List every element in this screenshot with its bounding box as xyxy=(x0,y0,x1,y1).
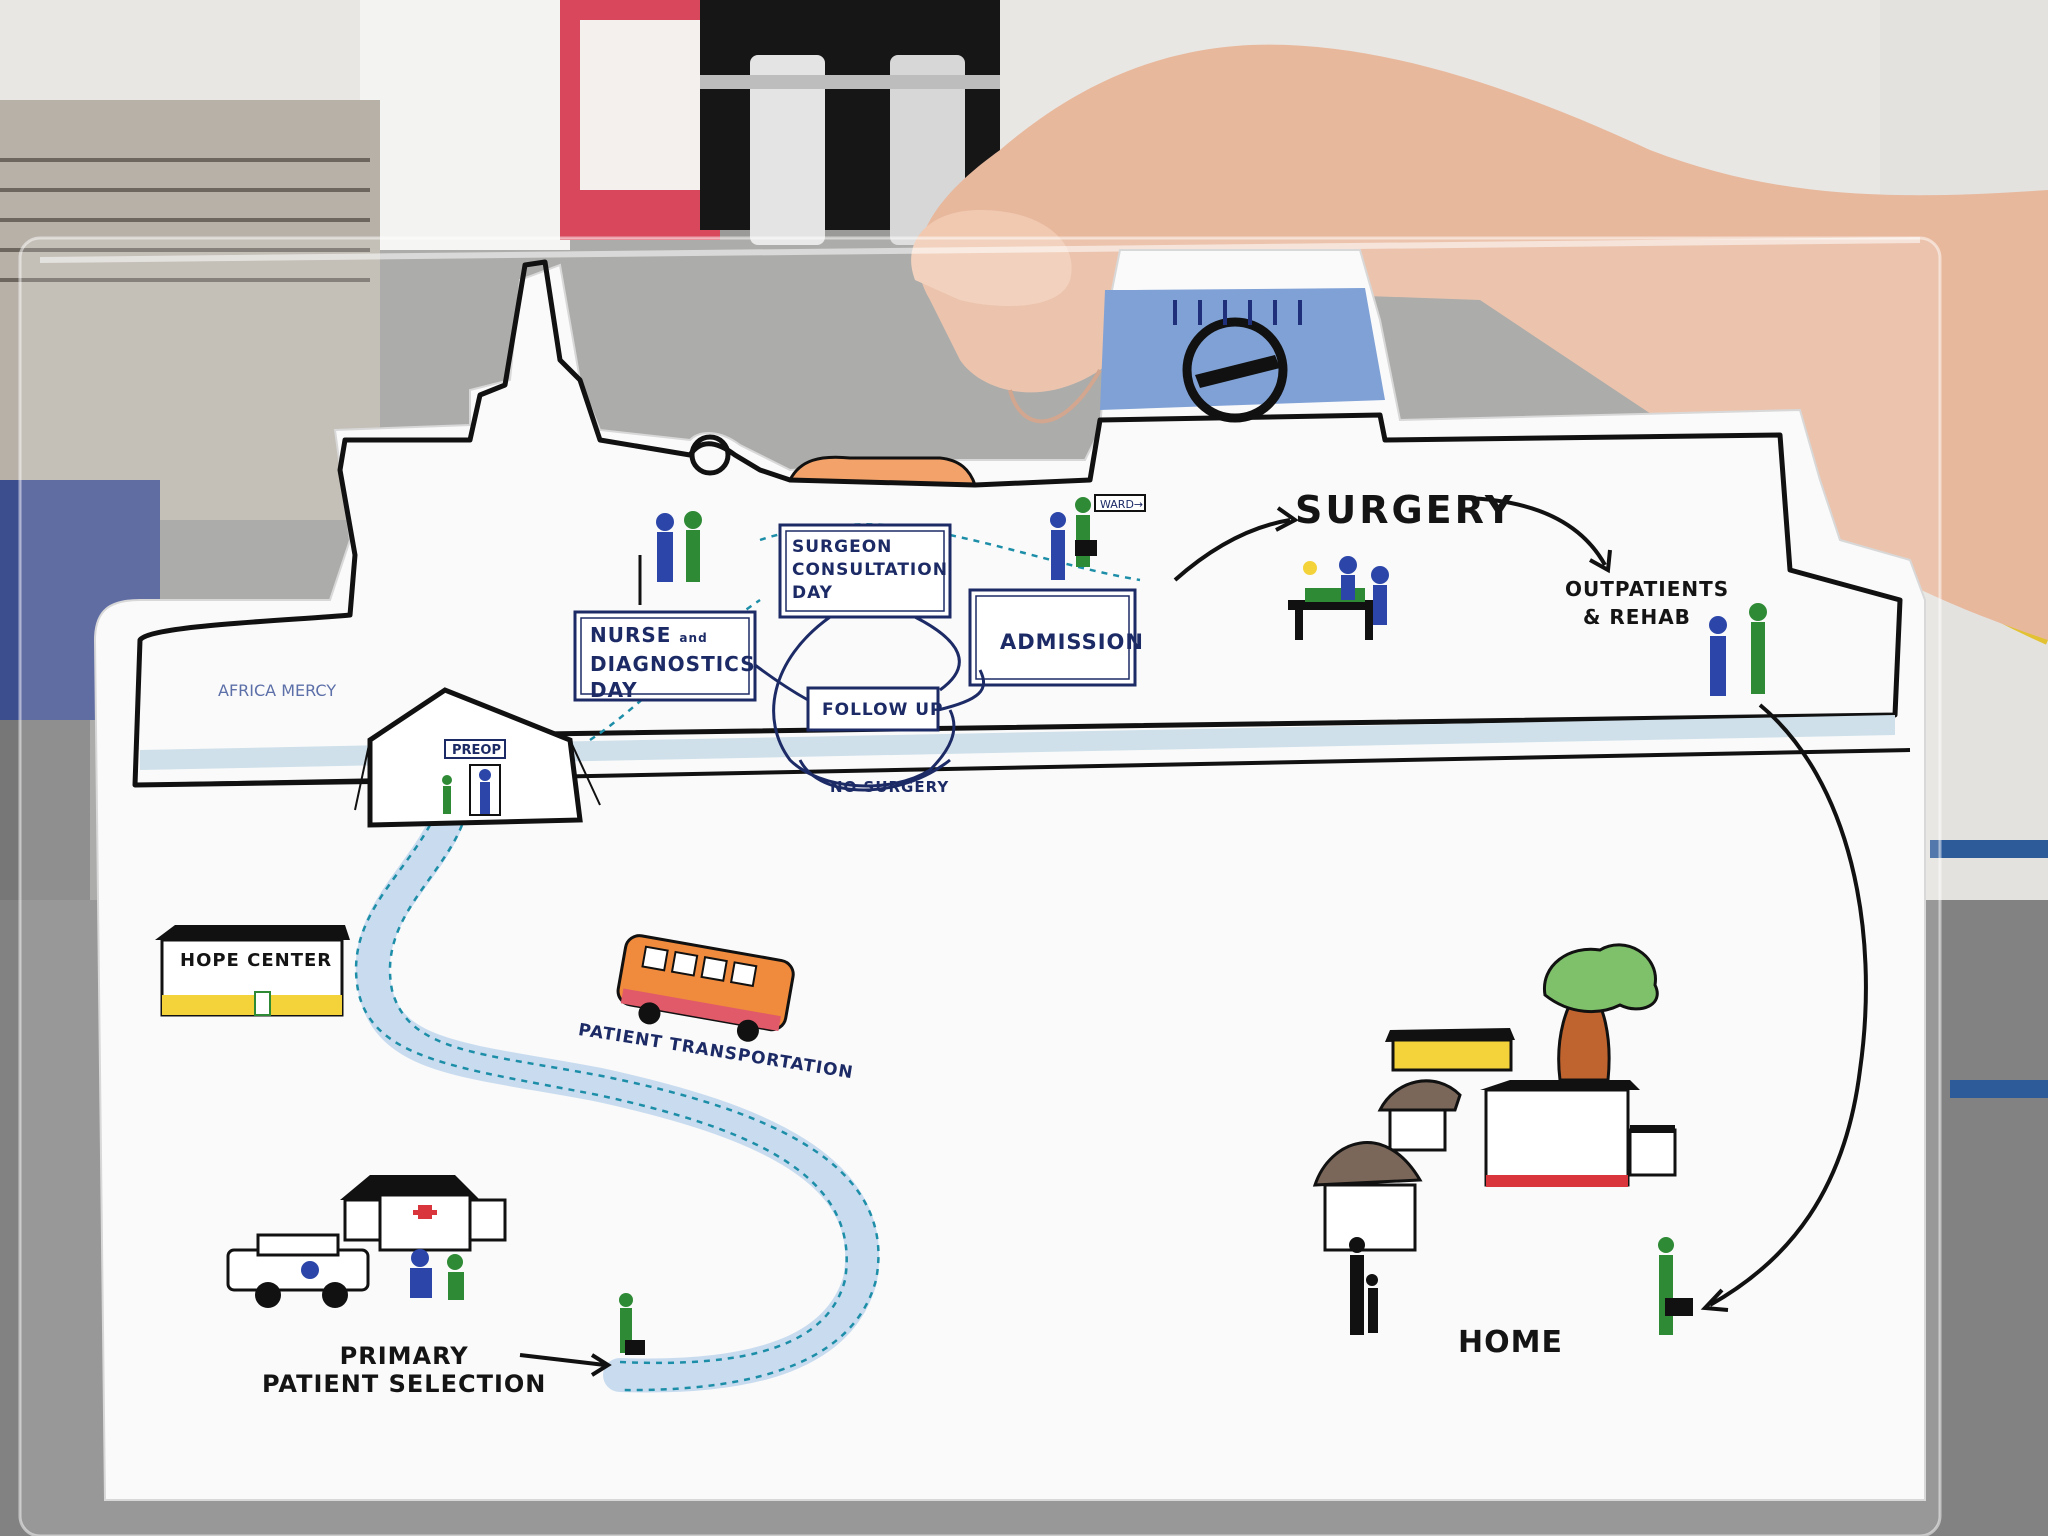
rehab-line: & REHAB xyxy=(1583,605,1691,629)
nurse-diagnostics-box xyxy=(573,610,757,702)
surgeon-line: SURGEON xyxy=(792,537,893,557)
surgeon-consultation-box xyxy=(778,523,952,619)
ship-drawing: AFRICA MERCY WARD→ xyxy=(132,259,1911,788)
ward-sign xyxy=(1094,494,1146,512)
bus xyxy=(616,934,795,1042)
selection-people xyxy=(410,1249,645,1355)
hope-center-building xyxy=(155,925,350,1017)
follow-up-label: FOLLOW UP xyxy=(822,700,944,720)
home-label: HOME xyxy=(1458,1325,1563,1360)
outpatients-line: OUTPATIENTS xyxy=(1565,577,1730,601)
outpatients-label: OUTPATIENTS & REHAB xyxy=(1565,575,1729,631)
primary-selection-label: PRIMARY PATIENT SELECTION xyxy=(262,1342,546,1398)
admission-box xyxy=(968,588,1137,687)
consultation-line: CONSULTATION xyxy=(792,560,948,580)
station-boxes xyxy=(519,496,1868,1377)
preop-tent: PREOP xyxy=(354,687,601,828)
people-on-ship xyxy=(638,497,1767,696)
home-village xyxy=(1312,943,1693,1335)
and-line: and xyxy=(679,631,708,645)
diagnostics-line: DIAGNOSTICS xyxy=(590,652,756,676)
nurse-line: NURSE xyxy=(590,623,672,647)
hope-center-label: HOPE CENTER xyxy=(180,950,333,971)
nurse-diagnostics-label: NURSE and DIAGNOSTICS DAY xyxy=(590,622,755,703)
hand xyxy=(911,44,2048,641)
follow-up-box xyxy=(806,686,940,732)
consult-day-line: DAY xyxy=(792,583,833,603)
day-line: DAY xyxy=(590,678,638,702)
clinic-building xyxy=(340,1175,507,1252)
ship-name: AFRICA MERCY xyxy=(218,681,336,700)
no-surgery-label: NO SURGERY xyxy=(830,778,950,796)
patient-selection-line: PATIENT SELECTION xyxy=(262,1370,547,1398)
primary-line: PRIMARY xyxy=(339,1342,469,1370)
jeep xyxy=(226,1233,370,1308)
paper-cutout xyxy=(93,249,1926,1501)
surgery-label: SURGERY xyxy=(1295,488,1516,532)
admission-label: ADMISSION xyxy=(1000,630,1144,654)
svg-text:WARD→: WARD→ xyxy=(1100,498,1143,511)
surgeon-consultation-label: SURGEON CONSULTATION DAY xyxy=(792,536,948,605)
svg-text:PREOP: PREOP xyxy=(452,743,501,758)
